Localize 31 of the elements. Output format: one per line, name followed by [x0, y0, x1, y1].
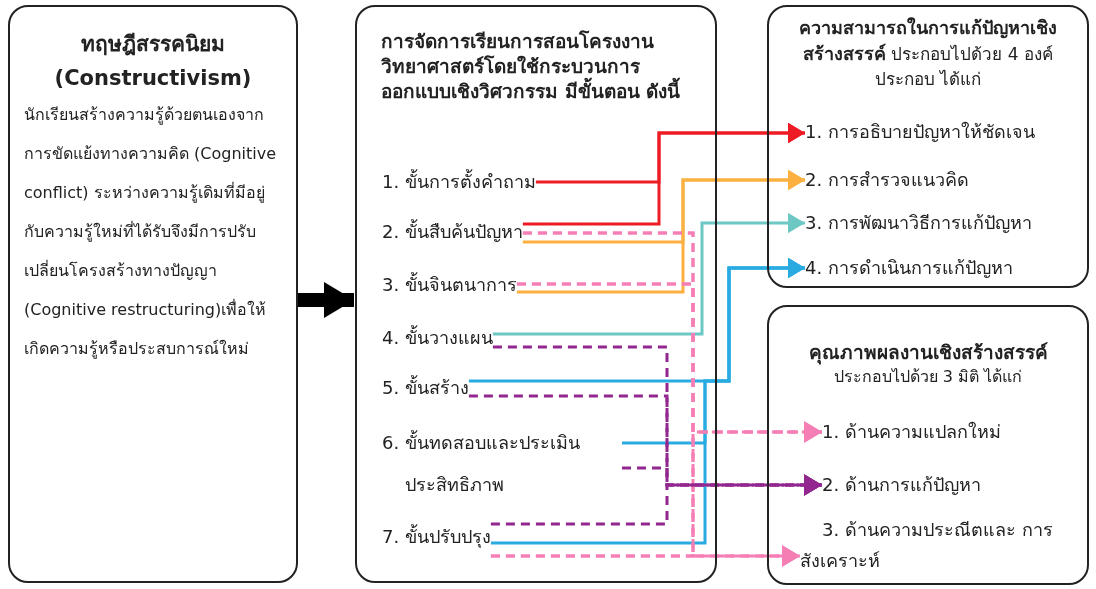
list-item: 3. ด้านความประณีตและ การสังเคราะห์ [800, 514, 1080, 576]
list-item: 1. ด้านความแปลกใหม่ [822, 418, 1001, 446]
box-heading: ทฤษฎีสรรคนิยม (Constructivism) [53, 31, 253, 92]
rounded-box [355, 5, 717, 583]
box-heading: คุณภาพผลงานเชิงสร้างสรรค์ [807, 340, 1049, 365]
block-arrow [298, 282, 354, 318]
list-item: 4. การดำเนินการแก้ปัญหา [805, 254, 1013, 282]
step-label: 1. ขั้นการตั้งคำถาม [382, 168, 536, 196]
step-label: 6. ขั้นทดสอบและประเมิน ประสิทธิภาพ [382, 422, 622, 506]
box-heading: ความสามารถในการแก้ปัญหาเชิงสร้างสรรค์ ประกอบไปด้วย 4 องค์ประกอบ ได้แก่ [798, 16, 1058, 91]
list-item: 1. การอธิบายปัญหาให้ชัดเจน [805, 118, 1035, 146]
step-label: 3. ขั้นจินตนาการ [382, 271, 517, 299]
step-label: 4. ขั้นวางแผน [382, 324, 493, 352]
box-heading: การจัดการเรียนการสอนโครงงานวิทยาศาสตร์โดยใช้กระบวนการออกแบบเชิงวิศวกรรม มีขั้นตอน ดังนี้ [380, 29, 682, 104]
list-item: 3. การพัฒนาวิธีการแก้ปัญหา [805, 209, 1032, 237]
step-label: 5. ขั้นสร้าง [382, 374, 469, 402]
box-subheading: ประกอบไปด้วย 3 มิติ ได้แก่ [832, 366, 1024, 388]
connector-arrow [490, 545, 800, 567]
connector-arrow [492, 212, 805, 336]
body-text: นักเรียนสร้างความรู้ด้วยตนเองจากการขัดแย้งทางความคิด (Cognitive conflict) ระหว่างความรู้เดิมที่มีอยู่กับความรู้ใหม่ที่ได้รับจึงมีการปรับเปลี่ยนโครงสร้างทางปัญญา (Cognitive restructuring)เพื่อให้เกิดความรู้หรือประสบการณ์ใหม่ [23, 104, 278, 361]
rounded-box [767, 305, 1089, 585]
connector-arrow [490, 257, 805, 545]
connector-arrow [516, 169, 805, 294]
list-item: 2. ด้านการแก้ปัญหา [822, 471, 981, 499]
connector-arrow [522, 122, 805, 226]
rounded-box [767, 5, 1089, 288]
rounded-box [8, 5, 298, 583]
list-item: 2. การสำรวจแนวคิด [805, 166, 969, 194]
step-label: 7. ขั้นปรับปรุง [382, 523, 491, 551]
connector-arrow [490, 474, 822, 526]
step-label: 2. ขั้นสืบค้นปัญหา [382, 218, 523, 246]
